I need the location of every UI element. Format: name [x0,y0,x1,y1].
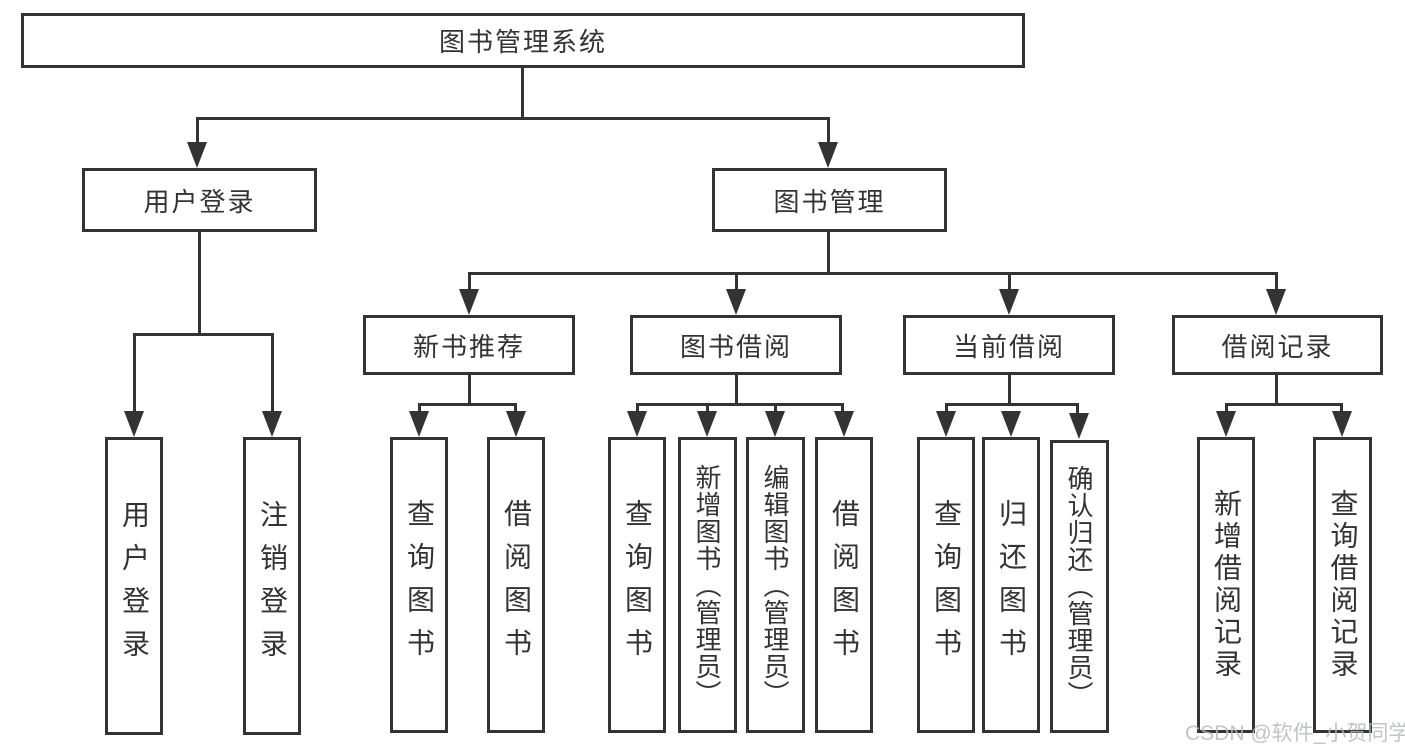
connector-trunk [468,375,471,406]
node-label: 新书推荐 [412,331,525,362]
connector-stem [1225,403,1228,416]
node-user-login-branch: 用户登录 [82,168,317,232]
connector-stem [774,403,777,416]
connector-trunk [1275,375,1278,406]
node-label: 用户登录 [119,500,150,672]
arrow-down-icon [1001,411,1021,437]
node-label: 查询图书 [931,499,962,671]
connector-stem [945,403,948,416]
arrow-down-icon [834,411,854,437]
connector-user-split [133,333,274,336]
node-new-book-recommend: 新书推荐 [363,315,575,375]
arrow-down-icon [627,411,647,437]
arrow-down-icon [409,411,429,437]
arrow-down-icon [1069,413,1089,439]
connector-stem [1076,403,1079,416]
node-leaf-nb-query-books: 查询图书 [390,437,448,733]
connector-stem [735,272,738,294]
connector-stem [827,117,830,147]
node-label: 图书管理 [773,186,886,217]
connector-stem [133,333,136,415]
arrow-down-icon [1216,411,1236,437]
node-label: 查询图书 [622,499,653,671]
node-leaf-bb-add-books-admin: 新增图书（管理员） [678,437,737,733]
arrow-down-icon [262,411,282,437]
node-book-borrow: 图书借阅 [630,315,842,375]
node-label: 注销登录 [257,500,288,672]
node-library-system: 图书管理系统 [21,13,1025,68]
node-leaf-bb-borrow-books: 借阅图书 [815,437,873,733]
node-label: 借阅记录 [1221,331,1334,362]
node-leaf-bb-edit-books-admin: 编辑图书（管理员） [746,437,805,733]
arrow-down-icon [1332,411,1352,437]
node-leaf-cb-return-books: 归还图书 [982,437,1040,733]
arrow-down-icon [818,142,838,168]
arrow-down-icon [999,289,1019,315]
connector-book-split [468,272,1278,275]
arrow-down-icon [506,411,526,437]
node-label: 查询借阅记录 [1327,489,1359,681]
node-leaf-cb-confirm-return-admin: 确认归还（管理员） [1050,440,1109,733]
arrow-down-icon [726,289,746,315]
connector-stem [636,403,639,416]
node-leaf-nb-borrow-books: 借阅图书 [487,437,545,733]
connector-stem [841,403,844,416]
connector-user-trunk [198,232,201,336]
connector-split [636,403,844,406]
node-leaf-cb-query-books: 查询图书 [917,437,975,733]
node-current-borrow: 当前借阅 [903,315,1115,375]
node-label: 用户登录 [143,186,256,217]
arrow-down-icon [459,289,479,315]
node-leaf-bb-query-books: 查询图书 [608,437,666,733]
connector-stem [1340,403,1343,416]
node-book-management: 图书管理 [712,168,947,232]
connector-stem [196,117,199,147]
node-label: 图书借阅 [679,331,792,362]
node-leaf-logout: 注销登录 [243,437,301,735]
arrow-down-icon [697,411,717,437]
node-borrow-records: 借阅记录 [1172,315,1383,375]
node-leaf-br-add-record: 新增借阅记录 [1197,437,1255,733]
connector-trunk [735,375,738,406]
connector-split [945,403,1079,406]
connector-root-split [196,117,830,120]
arrow-down-icon [765,411,785,437]
node-label: 归还图书 [996,499,1027,671]
node-leaf-br-query-record: 查询借阅记录 [1313,437,1372,733]
node-label: 图书管理系统 [438,27,607,57]
csdn-watermark: CSDN @软件_小贺同学 [1185,722,1405,745]
node-label: 新增借阅记录 [1211,489,1242,681]
node-label: 借阅图书 [501,499,532,671]
node-leaf-user-login: 用户登录 [105,437,163,735]
node-label: 编辑图书（管理员） [760,463,790,707]
connector-root-trunk [521,68,524,120]
connector-stem [706,403,709,416]
connector-stem [418,403,421,416]
connector-split [418,403,517,406]
connector-stem [1008,272,1011,294]
node-label: 确认归还（管理员） [1064,465,1094,708]
connector-stem [514,403,517,416]
node-label: 新增图书（管理员） [692,463,722,707]
node-label: 当前借阅 [952,331,1065,362]
connector-stem [1275,272,1278,294]
connector-book-trunk [827,232,830,275]
node-label: 借阅图书 [829,499,860,671]
connector-split [1225,403,1343,406]
arrow-down-icon [124,411,144,437]
connector-stem [468,272,471,294]
connector-trunk [1008,375,1011,406]
arrow-down-icon [936,411,956,437]
arrow-down-icon [1266,289,1286,315]
node-label: 查询图书 [404,499,435,671]
arrow-down-icon [187,142,207,168]
connector-stem [271,333,274,415]
